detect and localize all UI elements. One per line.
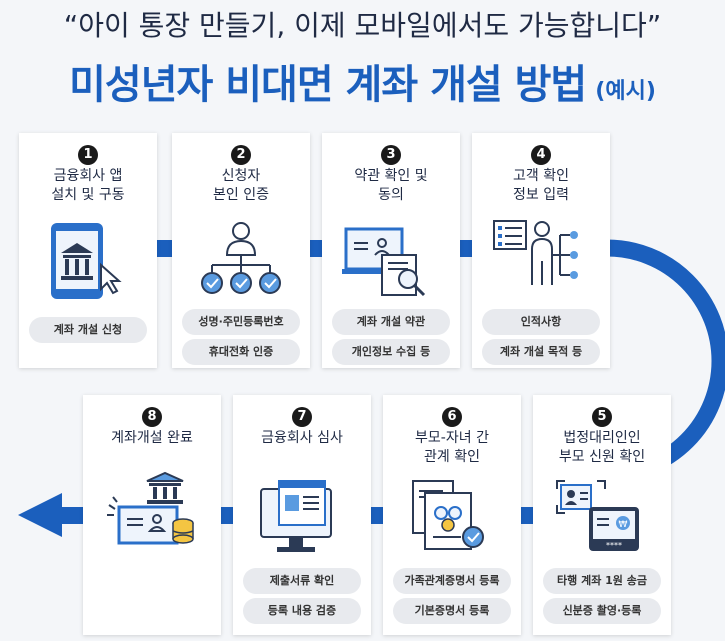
step-detail: 인적사항 xyxy=(482,309,600,335)
step-detail: 등록 내용 검증 xyxy=(243,598,361,624)
step-card-4: 4 고객 확인 정보 입력 인적사항 계좌 개설 목적 등 xyxy=(472,133,610,368)
terms-document-icon xyxy=(342,227,426,297)
svg-text:₩: ₩ xyxy=(619,520,628,530)
step-label: 금융회사 앱 설치 및 구동 xyxy=(51,168,125,203)
step-detail: 계좌 개설 신청 xyxy=(29,317,147,343)
exit-arrow-shaft xyxy=(58,507,90,524)
page-title: 미성년자 비대면 계좌 개설 방법 xyxy=(69,62,587,108)
step-detail: 제출서류 확인 xyxy=(243,568,361,594)
step-detail: 계좌 개설 약관 xyxy=(332,309,450,335)
step-label: 부모-자녀 간 관계 확인 xyxy=(415,430,489,465)
subtitle: “아이 통장 만들기, 이제 모바일에서도 가능합니다” xyxy=(63,9,662,42)
family-certificate-icon xyxy=(412,480,484,550)
step-number: 8 xyxy=(142,407,162,427)
step-detail: 타행 계좌 1원 송금 xyxy=(543,568,661,594)
step-label: 법정대리인인 부모 신원 확인 xyxy=(558,430,646,465)
step-number: 2 xyxy=(231,145,251,165)
step-detail: 기본증명서 등록 xyxy=(393,598,511,624)
exit-arrow-head xyxy=(18,493,62,537)
document-review-icon xyxy=(260,480,332,552)
step-number: 1 xyxy=(78,145,98,165)
svg-text:****: **** xyxy=(606,541,622,550)
step-detail: 신분증 촬영·등록 xyxy=(543,598,661,624)
id-card-icon: ₩ **** xyxy=(556,480,639,551)
step-detail: 계좌 개설 목적 등 xyxy=(482,339,600,365)
step-label: 계좌개설 완료 xyxy=(111,430,193,446)
step-card-8: 8 계좌개설 완료 xyxy=(83,395,221,635)
step-detail: 성명·주민등록번호 xyxy=(182,309,300,335)
step-number: 7 xyxy=(292,407,312,427)
identity-verification-icon xyxy=(201,222,281,294)
step-card-3: 3 약관 확인 및 동의 계좌 개설 약관 개인정보 수집 등 xyxy=(322,133,460,368)
step-detail: 개인정보 수집 등 xyxy=(332,339,450,365)
step-card-7: 7 금융회사 심사 제출서류 확인 등록 내용 검증 xyxy=(233,395,371,635)
step-label: 고객 확인 정보 입력 xyxy=(513,168,569,203)
step-number: 5 xyxy=(592,407,612,427)
step-label: 약관 확인 및 동의 xyxy=(354,168,428,203)
step-label: 신청자 본인 인증 xyxy=(213,168,269,203)
bank-app-icon xyxy=(51,223,122,299)
step-number: 3 xyxy=(381,145,401,165)
step-label: 금융회사 심사 xyxy=(261,430,343,446)
account-complete-icon xyxy=(107,471,194,545)
step-number: 6 xyxy=(442,407,462,427)
step-card-5: 5 법정대리인인 부모 신원 확인 ₩ **** 타행 계좌 1원 송금 신분증… xyxy=(533,395,671,635)
step-card-6: 6 부모-자녀 간 관계 확인 가족관계증명서 등록 기본증명서 등록 xyxy=(383,395,521,635)
step-detail: 가족관계증명서 등록 xyxy=(393,568,511,594)
step-number: 4 xyxy=(531,145,551,165)
step-card-2: 2 신청자 본인 인증 성명·주민등록번호 휴대전화 인증 xyxy=(172,133,310,368)
title-suffix: (예시) xyxy=(595,79,656,104)
step-card-1: 1 금융회사 앱 설치 및 구동 계좌 개설 신청 xyxy=(19,133,157,368)
step-detail: 휴대전화 인증 xyxy=(182,339,300,365)
customer-info-icon xyxy=(493,220,578,285)
title-row: 미성년자 비대면 계좌 개설 방법 (예시) xyxy=(0,52,725,110)
